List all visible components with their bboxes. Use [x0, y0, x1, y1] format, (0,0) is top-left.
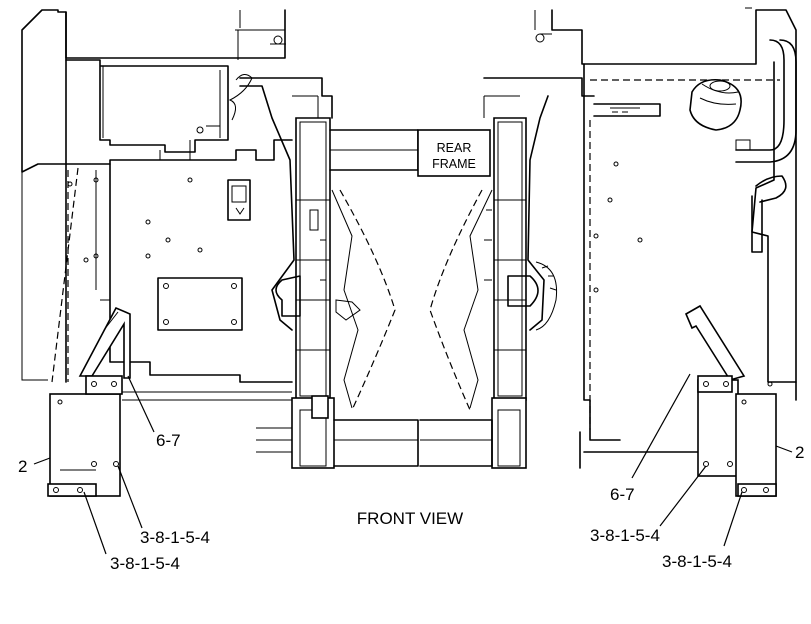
callout-left-bracket: 6-7	[156, 431, 181, 450]
callout-right-bolt-lower: 3-8-1-5-4	[662, 552, 732, 571]
left-shield-2	[47, 375, 123, 497]
left-bracket-6-7	[78, 306, 131, 379]
callout-left-bolt-lower: 3-8-1-5-4	[110, 554, 180, 573]
callout-right-bolt-upper: 3-8-1-5-4	[590, 526, 660, 545]
callout-right-shield: 2	[795, 443, 804, 462]
callout-right-bracket: 6-7	[610, 485, 635, 504]
rear-frame-label-line1: REAR	[437, 141, 472, 155]
leader-lines	[33, 373, 793, 555]
callout-left-shield: 2	[18, 457, 27, 476]
right-bracket-6-7	[684, 304, 746, 381]
left-body	[21, 9, 293, 383]
callout-left-bolt-upper: 3-8-1-5-4	[140, 528, 210, 547]
left-frame-rail	[122, 77, 419, 469]
right-shield-2	[697, 375, 777, 497]
view-title: FRONT VIEW	[357, 509, 463, 528]
rear-frame-label-line2: FRAME	[432, 157, 476, 171]
rear-frame-box: REAR FRAME	[417, 129, 491, 177]
right-body	[419, 7, 797, 469]
